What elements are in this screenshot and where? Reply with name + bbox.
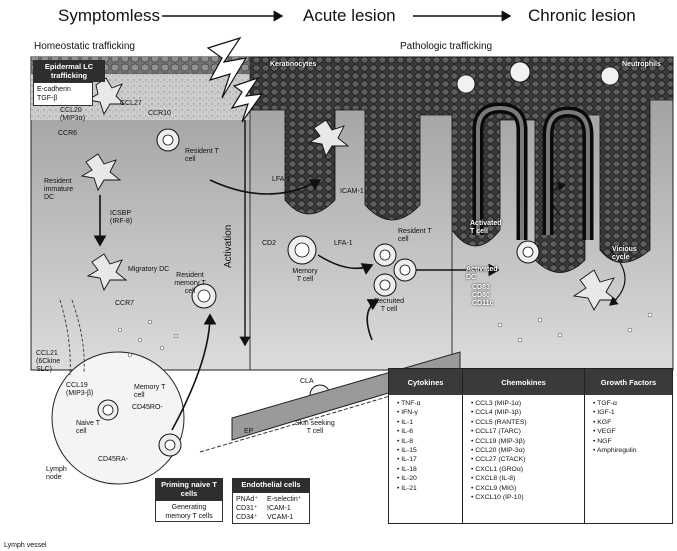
label-vicious-cycle: Vicious cycle — [612, 246, 642, 262]
label-migratory-dc: Migratory DC — [128, 266, 169, 274]
label-neutrophils: Neutrophils — [622, 61, 661, 69]
endothelial-item: ICAM-1 — [267, 504, 301, 513]
legend-item: • CCL5 (RANTES) — [471, 418, 581, 427]
label-memory-tcell-2: Memory T cell — [290, 268, 320, 284]
legend-item: • IL-20 — [397, 474, 459, 483]
label-resident-t: Resident T cell — [185, 148, 219, 164]
legend-item: • CXCL8 (IL-8) — [471, 474, 581, 483]
label-naive-tcell: Naive T cell — [76, 420, 102, 436]
epidermal-lc-title: Epidermal LC trafficking — [33, 60, 105, 82]
legend-chemokines: Chemokines • CCL3 (MIP-1α)• CCL4 (MIP-1β… — [463, 369, 585, 523]
legend-item: • NGF — [593, 437, 669, 446]
label-ccl21: CCL21 (6Ckine SLC) — [36, 350, 66, 374]
label-ccr10: CCR10 — [148, 110, 171, 118]
label-skin-seeking: Skin seeking T cell — [294, 420, 336, 436]
endothelial-left: PNAd⁺ CD31⁺ CD34⁺ — [236, 495, 258, 522]
legend-item: • IGF-1 — [593, 408, 669, 417]
label-resident-tcell-2: Resident T cell — [398, 228, 432, 244]
legend-item: • TGF-α — [593, 399, 669, 408]
label-cd80: CD80 — [472, 292, 490, 300]
legend-item: • IL-6 — [397, 427, 459, 436]
activation-label: Activation — [223, 225, 234, 268]
label-activated-t: Activated T cell — [470, 220, 504, 236]
legend-item: • IL-15 — [397, 446, 459, 455]
epidermal-item: E-cadherin — [37, 85, 89, 94]
endothelial-item: PNAd⁺ — [236, 495, 258, 504]
label-ccl19: CCL19 (MIP3-β) — [66, 382, 100, 398]
legend-item: • CXCL10 (IP-10) — [471, 493, 581, 502]
subtitle-pathologic: Pathologic trafficking — [400, 41, 492, 52]
label-lfa1-b: LFA-1 — [334, 240, 353, 248]
legend-growth: Growth Factors • TGF-α• IGF-1• KGF• VEGF… — [585, 369, 672, 523]
label-lfa1: LFA-1 — [272, 176, 291, 184]
legend-item: • CCL4 (MIP-1β) — [471, 408, 581, 417]
priming-body: Generating memory T cells — [155, 500, 223, 522]
label-mip3a: (MIP3α) — [60, 115, 85, 123]
label-cd45ra: CD45RA- — [98, 456, 128, 464]
label-activated-dc: Activated DC — [466, 266, 500, 282]
legend-cytokines: Cytokines • TNF-α• IFN-γ• IL-1• IL-6• IL… — [389, 369, 463, 523]
epidermal-lc-box: E-cadherin TGF-β — [33, 82, 93, 106]
legend-item: • IL-8 — [397, 437, 459, 446]
legend-item: • IL-17 — [397, 455, 459, 464]
legend-item: • CCL19 (MIP-3β) — [471, 437, 581, 446]
label-recruited-t: Recruited T cell — [372, 298, 406, 314]
label-resident-immature-dc: Resident immature DC — [44, 178, 84, 202]
priming-title: Priming naive T cells — [155, 478, 223, 500]
mediator-legend: Cytokines • TNF-α• IFN-γ• IL-1• IL-6• IL… — [388, 368, 673, 524]
endothelial-title: Endothelial cells — [232, 478, 310, 492]
label-cd45ro: CD45RO- — [132, 404, 163, 412]
endothelial-right: E-selectin⁺ ICAM-1 VCAM-1 — [267, 495, 301, 522]
legend-item: • CCL3 (MIP-1α) — [471, 399, 581, 408]
endothelial-item: CD34⁺ — [236, 513, 258, 522]
legend-growth-title: Growth Factors — [585, 369, 672, 395]
legend-chemokines-title: Chemokines — [463, 369, 584, 395]
legend-item: • CXCL9 (MIG) — [471, 484, 581, 493]
endothelial-item: CD31⁺ — [236, 504, 258, 513]
label-icam1: ICAM-1 — [340, 188, 364, 196]
label-resident-memory: Resident memory T cell — [170, 272, 210, 296]
legend-growth-list: • TGF-α• IGF-1• KGF• VEGF• NGF• Amphireg… — [585, 395, 672, 455]
label-ccl27: CCL27 — [120, 100, 142, 108]
label-cd2: CD2 — [262, 240, 276, 248]
label-ccr7: CCR7 — [115, 300, 134, 308]
epidermal-item: TGF-β — [37, 94, 89, 103]
label-ccl20: CCL20 — [60, 107, 82, 115]
legend-cytokines-list: • TNF-α• IFN-γ• IL-1• IL-6• IL-8• IL-15•… — [389, 395, 462, 493]
legend-item: • CXCL1 (GROα) — [471, 465, 581, 474]
label-cla: CLA — [300, 378, 314, 386]
label-cd11c: CD11c — [472, 300, 493, 308]
legend-item: • CCL17 (TARC) — [471, 427, 581, 436]
legend-item: • VEGF — [593, 427, 669, 436]
legend-item: • IL-1 — [397, 418, 459, 427]
label-cd83: CD83 — [472, 284, 490, 292]
legend-chemokines-list: • CCL3 (MIP-1α)• CCL4 (MIP-1β)• CCL5 (RA… — [463, 395, 584, 502]
endothelial-item: VCAM-1 — [267, 513, 301, 522]
legend-item: • KGF — [593, 418, 669, 427]
label-keratinocytes: Keratinocytes — [270, 61, 316, 69]
legend-item: • IL-18 — [397, 465, 459, 474]
endothelial-item: E-selectin⁺ — [267, 495, 301, 504]
label-footnote: Lymph vessel — [4, 542, 47, 550]
label-memory-tcell: Memory T cell — [134, 384, 168, 400]
label-icsbp: ICSBP (IRF-8) — [110, 210, 148, 226]
label-ep: EP — [244, 428, 253, 436]
legend-item: • CCL20 (MIP-3α) — [471, 446, 581, 455]
legend-item: • CCL27 (CTACK) — [471, 455, 581, 464]
legend-cytokines-title: Cytokines — [389, 369, 462, 395]
endothelial-body: PNAd⁺ CD31⁺ CD34⁺ E-selectin⁺ ICAM-1 VCA… — [232, 492, 310, 524]
legend-item: • IFN-γ — [397, 408, 459, 417]
legend-item: • TNF-α — [397, 399, 459, 408]
legend-item: • Amphiregulin — [593, 446, 669, 455]
label-lymph-node: Lymph node — [46, 466, 72, 482]
legend-item: • IL-21 — [397, 484, 459, 493]
subtitle-homeostatic: Homeostatic trafficking — [34, 41, 135, 52]
label-ccr6: CCR6 — [58, 130, 77, 138]
